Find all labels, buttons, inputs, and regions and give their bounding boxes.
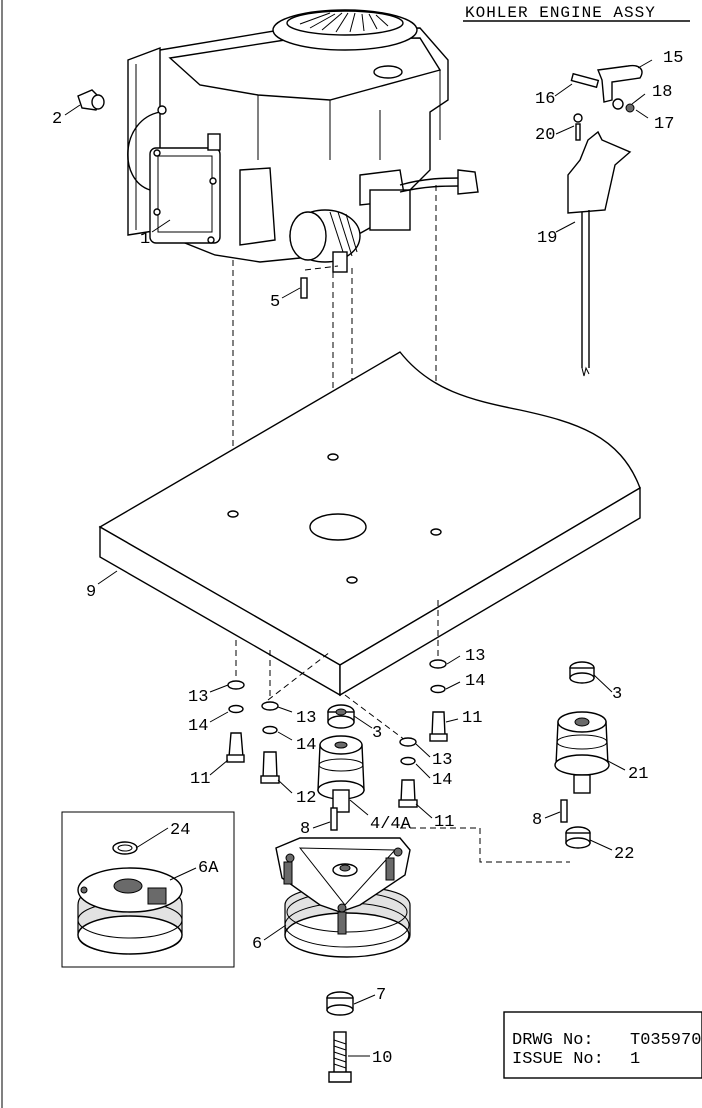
callout-19: 19 (537, 229, 557, 248)
callout-3-a: 3 (372, 724, 382, 743)
callout-17: 17 (654, 115, 674, 134)
leader-lines (64, 59, 653, 1057)
key-part-5 (300, 277, 308, 299)
callout-16: 16 (535, 90, 555, 109)
callout-11-a: 11 (190, 770, 210, 789)
callout-1: 1 (140, 230, 150, 249)
callout-14-c: 14 (465, 672, 485, 691)
drwg-label: DRWG No: (512, 1031, 594, 1050)
callout-4-4a: 4/4A (370, 815, 412, 834)
key-part-8-right (560, 799, 568, 823)
callout-6a: 6A (198, 859, 219, 878)
callout-10: 10 (372, 1049, 392, 1068)
callout-13-a: 13 (188, 688, 208, 707)
callout-13-d: 13 (432, 751, 452, 770)
spacer-part-22 (565, 826, 591, 849)
bolt-part-12 (262, 751, 278, 779)
issue-value: 1 (630, 1050, 640, 1069)
spacer-part-7 (326, 991, 354, 1016)
deck-plate (98, 351, 641, 697)
callout-15: 15 (663, 49, 683, 68)
callout-22: 22 (614, 845, 634, 864)
drawing-number-box: DRWG No: T035970 ISSUE No: 1 (503, 1011, 702, 1079)
callout-11-c: 11 (434, 813, 454, 832)
pulley-part-21 (554, 661, 610, 794)
key-part-8-center (330, 807, 338, 831)
clutch-part-6 (275, 837, 411, 958)
callout-13-c: 13 (465, 647, 485, 666)
drwg-value: T035970 (630, 1031, 701, 1050)
callout-13-b: 13 (296, 709, 316, 728)
callout-12: 12 (296, 789, 316, 808)
callout-20: 20 (535, 126, 555, 145)
inset-clutch-6a (61, 811, 235, 968)
callout-8-a: 8 (300, 820, 310, 839)
callout-14-a: 14 (188, 717, 208, 736)
callout-labels: 1 2 5 9 15 16 18 17 20 19 13 14 11 13 14… (52, 49, 683, 1068)
callout-9: 9 (86, 583, 96, 602)
callout-18: 18 (652, 83, 672, 102)
callout-6: 6 (252, 935, 262, 954)
callout-14-d: 14 (432, 771, 452, 790)
callout-21: 21 (628, 765, 648, 784)
callout-3-b: 3 (612, 685, 622, 704)
callout-7: 7 (376, 986, 386, 1005)
callout-11-b: 11 (462, 709, 482, 728)
issue-label: ISSUE No: (512, 1050, 604, 1069)
callout-24: 24 (170, 821, 190, 840)
fitting-part-2 (77, 89, 105, 111)
callout-8-b: 8 (532, 811, 542, 830)
callout-5: 5 (270, 293, 280, 312)
callout-2: 2 (52, 110, 62, 129)
pulley-part-4 (317, 704, 365, 813)
control-rod-assembly (567, 64, 643, 377)
bolt-part-10 (328, 1031, 352, 1083)
alt-dashed-path (400, 827, 570, 863)
engine-assembly (127, 9, 479, 273)
diagram-title: KOHLER ENGINE ASSY (465, 4, 656, 22)
callout-14-b: 14 (296, 736, 316, 755)
bolt-part-11-left (228, 732, 244, 758)
